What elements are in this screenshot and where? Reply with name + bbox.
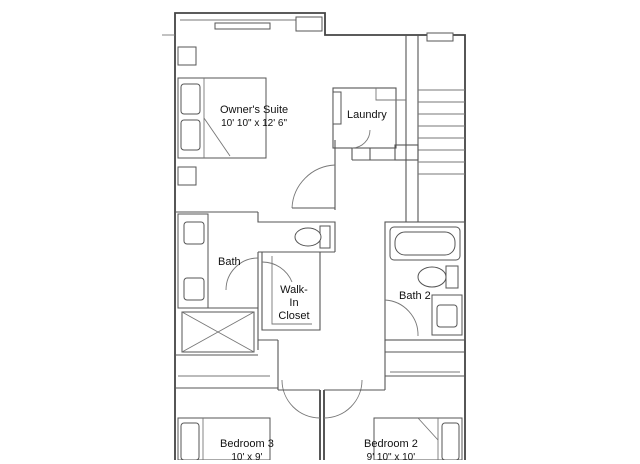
bedroom-3-dimensions: 10' x 9' — [231, 452, 263, 463]
bedroom-beds — [177, 417, 463, 460]
walk-in-closet-label: Walk-In Closet — [276, 284, 312, 323]
hall-walls — [175, 140, 336, 213]
window — [295, 16, 323, 32]
walk-in-closet-name: Walk-In Closet — [278, 284, 310, 322]
staircase — [405, 35, 465, 222]
owners-suite-furniture — [177, 46, 267, 186]
nightstand — [177, 46, 197, 66]
toilet — [294, 227, 322, 247]
sink — [436, 304, 458, 328]
bath-2-label: Bath 2 — [399, 290, 431, 303]
bedroom-2-name: Bedroom 2 — [364, 438, 418, 450]
nightstand — [177, 166, 197, 186]
bath-2 — [384, 221, 466, 341]
toilet-tank — [445, 265, 459, 289]
laundry-name: Laundry — [347, 109, 387, 121]
laundry-shelf — [332, 91, 342, 125]
bathtub-basin — [394, 231, 456, 256]
window — [214, 22, 271, 30]
walk-in-closet — [261, 252, 321, 331]
owners-bath — [177, 213, 259, 353]
water-closet — [257, 212, 336, 253]
owners-suite-name: Owner's Suite — [220, 104, 289, 116]
exterior-walls — [162, 12, 466, 460]
pillow — [441, 422, 460, 460]
laundry-label: Laundry — [347, 109, 387, 122]
bath-2-name: Bath 2 — [399, 290, 431, 302]
laundry-room — [332, 87, 419, 161]
owners-suite-label: Owner's Suite 10' 10" x 12' 6" — [220, 104, 288, 130]
pillow — [180, 422, 200, 460]
owners-suite-dimensions: 10' 10" x 12' 6" — [221, 118, 288, 129]
bath-name: Bath — [218, 256, 241, 268]
bedroom-3-label: Bedroom 3 10' x 9' — [220, 438, 274, 464]
sink — [183, 221, 205, 245]
sink — [183, 277, 205, 301]
bedroom-2-dimensions: 9' 10" x 10' — [366, 452, 416, 463]
pillow — [180, 119, 201, 151]
window — [426, 32, 454, 42]
pillow — [180, 83, 201, 115]
lower-hall — [175, 339, 465, 460]
bedroom-3-name: Bedroom 3 — [220, 438, 274, 450]
bath-label: Bath — [218, 256, 241, 269]
bedroom-2-label: Bedroom 2 9' 10" x 10' — [364, 438, 418, 464]
toilet — [417, 266, 447, 288]
